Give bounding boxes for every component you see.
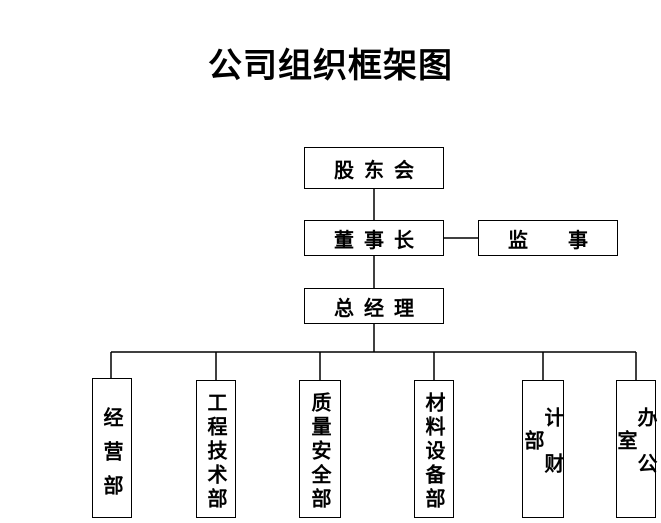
dept-box-4: 材料设备部 bbox=[414, 380, 454, 518]
dept-box-5: 计财部 bbox=[521, 380, 565, 518]
dept-label-1: 经营部 bbox=[100, 407, 124, 509]
dept-label-5: 计财部 bbox=[521, 407, 565, 499]
node-chairman-label: 董事长 bbox=[334, 227, 424, 252]
node-shareholders-label: 股东会 bbox=[334, 157, 424, 182]
dept-box-2: 工程技术部 bbox=[196, 380, 236, 518]
node-shareholders: 股东会 bbox=[304, 147, 444, 189]
node-supervisor: 监 事 bbox=[478, 220, 618, 256]
dept-label-6: 办公室 bbox=[614, 407, 658, 499]
page-title: 公司组织框架图 bbox=[208, 46, 453, 86]
dept-box-6: 办公室 bbox=[614, 380, 658, 518]
dept-label-4: 材料设备部 bbox=[422, 392, 446, 512]
node-chairman: 董事长 bbox=[304, 220, 444, 256]
node-supervisor-label: 监 事 bbox=[508, 227, 598, 252]
node-general-manager: 总经理 bbox=[304, 288, 444, 324]
dept-box-1: 经营部 bbox=[92, 378, 132, 518]
dept-label-3: 质量安全部 bbox=[308, 392, 332, 512]
dept-label-2: 工程技术部 bbox=[204, 392, 228, 512]
dept-box-3: 质量安全部 bbox=[299, 380, 341, 518]
node-general-manager-label: 总经理 bbox=[334, 295, 424, 320]
